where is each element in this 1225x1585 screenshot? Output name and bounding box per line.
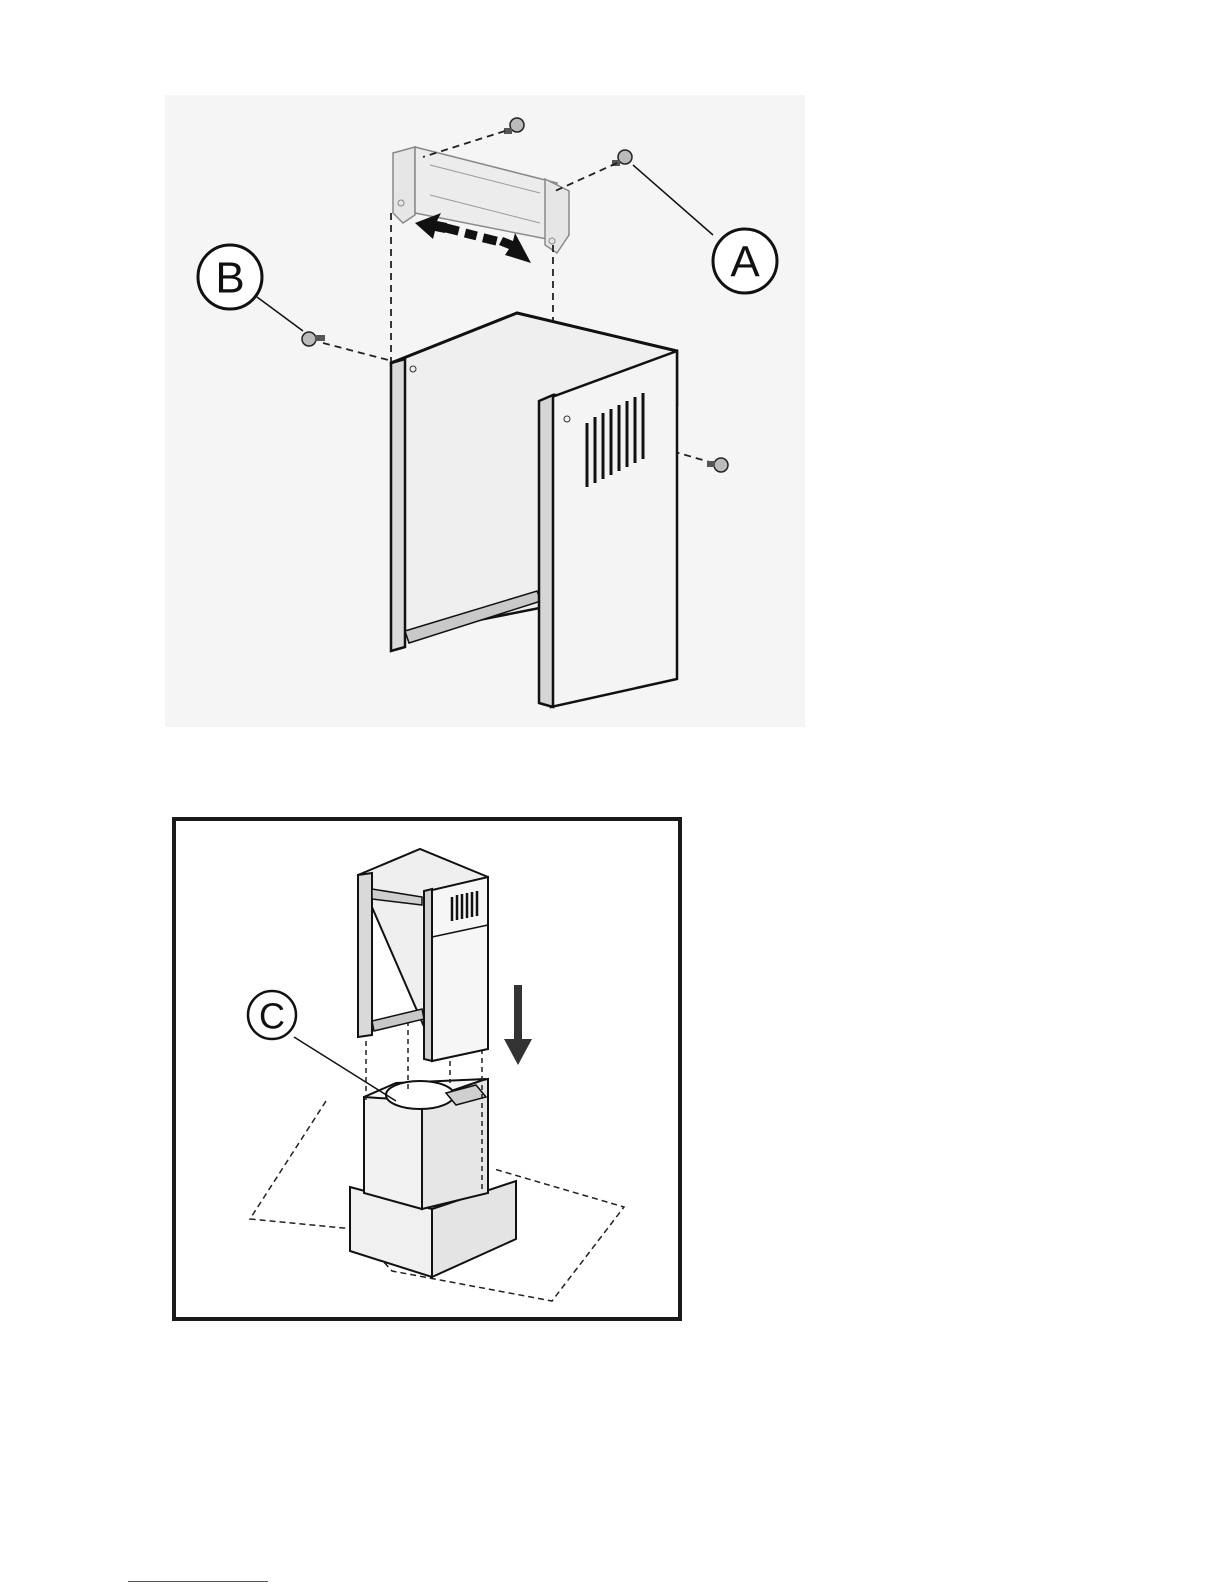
down-arrow-icon [504, 985, 532, 1065]
figure-chimney-assembly: A B [165, 95, 805, 727]
screw-top-left-icon [504, 118, 524, 134]
chimney-assembly-drawing: A B [165, 95, 805, 727]
callout-a: A [633, 165, 777, 293]
callout-b: B [198, 245, 303, 331]
motor-box [364, 1079, 488, 1209]
chimney-install-drawing: C [176, 821, 678, 1317]
screw-left-icon [302, 332, 325, 346]
callout-a-label: A [730, 238, 760, 287]
chimney-cover [391, 313, 677, 707]
mounting-bracket [393, 147, 569, 253]
callout-b-label: B [215, 254, 244, 303]
callout-c-label: C [259, 996, 285, 1037]
duct-outlet [386, 1081, 454, 1109]
screw-right-icon [707, 458, 728, 472]
figure-chimney-install: C [172, 817, 682, 1321]
bottom-rule [128, 1581, 268, 1582]
chimney-section [358, 849, 488, 1061]
callout-c: C [248, 991, 396, 1101]
